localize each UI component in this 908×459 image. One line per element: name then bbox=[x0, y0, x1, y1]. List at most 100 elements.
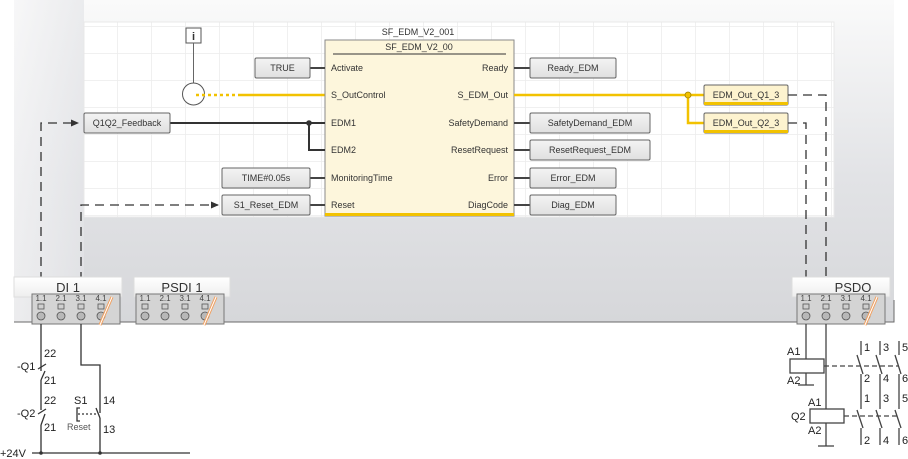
k2-label: Q2 bbox=[791, 411, 806, 423]
feedback-wire bbox=[170, 120, 325, 151]
terminal-led bbox=[862, 303, 870, 310]
contact-terminal-label: 1 bbox=[864, 393, 870, 405]
var-box-frame bbox=[221, 194, 311, 216]
var-box-frame bbox=[254, 57, 311, 79]
info-marker[interactable]: i bbox=[182, 27, 205, 106]
var-reset-request-edm[interactable]: ResetRequest_EDM bbox=[529, 139, 651, 161]
input-wiring bbox=[32, 324, 190, 454]
link-q1-to-psdo21 bbox=[788, 94, 830, 297]
var-box-frame bbox=[529, 194, 617, 216]
terminal-screw[interactable] bbox=[180, 311, 190, 321]
var-box-frame bbox=[529, 112, 651, 134]
fb-body[interactable] bbox=[324, 39, 515, 217]
var-box-label: Error_EDM bbox=[550, 173, 595, 183]
input-pin-stubs bbox=[310, 67, 325, 206]
fb-output-pin[interactable]: ResetRequest bbox=[451, 145, 509, 155]
q1-terminal-top: 22 bbox=[44, 348, 56, 360]
terminal-led bbox=[842, 303, 850, 310]
var-box-label: TRUE bbox=[270, 63, 295, 73]
var-monitoring-time[interactable]: TIME#0.05s bbox=[221, 167, 311, 189]
terminal-screw[interactable] bbox=[56, 311, 66, 321]
fb-input-pin[interactable]: EDM1 bbox=[331, 118, 356, 128]
fb-input-pin[interactable]: S_OutControl bbox=[331, 90, 386, 100]
fb-output-pin[interactable]: S_EDM_Out bbox=[457, 90, 508, 100]
module-name: PSDO bbox=[835, 280, 872, 295]
module-name: PSDI 1 bbox=[161, 280, 202, 295]
var-s1-reset-edm[interactable]: S1_Reset_EDM bbox=[221, 194, 311, 216]
fb-type-name: SF_EDM_V2_00 bbox=[385, 42, 453, 52]
terminal-led bbox=[802, 303, 810, 310]
connector-circle[interactable] bbox=[182, 82, 205, 106]
var-box-label: Q1Q2_Feedback bbox=[93, 118, 162, 128]
link-di31-to-reset bbox=[80, 201, 219, 296]
q1-terminal-bottom: 21 bbox=[44, 375, 56, 387]
terminal-screw[interactable] bbox=[841, 311, 851, 321]
var-box-label: SafetyDemand_EDM bbox=[548, 118, 633, 128]
fb-input-pin[interactable]: MonitoringTime bbox=[331, 173, 393, 183]
var-q1q2-feedback[interactable]: Q1Q2_Feedback bbox=[83, 112, 171, 134]
link-di11-to-feedback bbox=[40, 119, 79, 296]
terminal-led bbox=[822, 303, 830, 310]
function-block[interactable]: SF_EDM_V2_001 SF_EDM_V2_00 ActivateS_Out… bbox=[324, 27, 515, 217]
var-error-edm[interactable]: Error_EDM bbox=[529, 167, 617, 189]
var-box-frame bbox=[83, 112, 171, 134]
safe-stripe bbox=[704, 102, 788, 105]
fb-output-pin[interactable]: Error bbox=[488, 173, 508, 183]
var-safety-demand-edm[interactable]: SafetyDemand_EDM bbox=[529, 112, 651, 134]
fb-output-pin[interactable]: DiagCode bbox=[468, 200, 508, 210]
terminal-label: 4.1 bbox=[860, 294, 872, 303]
terminal-screw[interactable] bbox=[821, 311, 831, 321]
var-edm-out-q1[interactable]: EDM_Out_Q1_3 bbox=[703, 84, 789, 106]
var-activate[interactable]: TRUE bbox=[254, 57, 311, 79]
fb-output-pin[interactable]: Ready bbox=[482, 63, 509, 73]
s1-caption: Reset bbox=[67, 422, 91, 432]
q2-terminal-bottom: 21 bbox=[44, 422, 56, 434]
terminal-label: 3.1 bbox=[179, 294, 191, 303]
terminal-cover-slash-inner bbox=[203, 296, 217, 326]
junction-dot bbox=[39, 451, 43, 455]
terminal-led bbox=[77, 303, 85, 310]
terminal-led bbox=[141, 303, 149, 310]
fb-input-pin[interactable]: Reset bbox=[331, 200, 355, 210]
output-pin-stubs bbox=[514, 67, 530, 206]
panel-border bbox=[14, 300, 895, 323]
contact-terminal-label: 3 bbox=[883, 342, 889, 354]
link-q2-to-psdo11 bbox=[788, 122, 810, 297]
terminal-led bbox=[201, 303, 209, 310]
fb-input-pin[interactable]: EDM2 bbox=[331, 145, 356, 155]
var-diag-edm[interactable]: Diag_EDM bbox=[529, 194, 617, 216]
var-box-label: S1_Reset_EDM bbox=[234, 200, 299, 210]
terminal-label: 4.1 bbox=[95, 294, 107, 303]
terminal-led bbox=[37, 303, 45, 310]
var-box-frame bbox=[221, 167, 311, 189]
dashed-links bbox=[40, 94, 830, 297]
terminal-screw[interactable] bbox=[140, 311, 150, 321]
var-box-label: Ready_EDM bbox=[547, 63, 598, 73]
var-edm-out-q2[interactable]: EDM_Out_Q2_3 bbox=[703, 112, 789, 134]
terminal-screw[interactable] bbox=[160, 311, 170, 321]
terminal-label: 2.1 bbox=[55, 294, 67, 303]
k1-a2-label: A2 bbox=[787, 375, 800, 387]
fb-output-pin[interactable]: SafetyDemand bbox=[448, 118, 508, 128]
q2-label: -Q2 bbox=[17, 408, 35, 420]
module-name: DI 1 bbox=[56, 280, 80, 295]
var-ready-edm[interactable]: Ready_EDM bbox=[529, 57, 617, 79]
var-box-label: EDM_Out_Q2_3 bbox=[713, 118, 780, 128]
terminal-led bbox=[97, 303, 105, 310]
contact-terminal-label: 4 bbox=[883, 435, 889, 447]
fb-instance-name: SF_EDM_V2_001 bbox=[382, 27, 455, 37]
s1-terminal-top: 14 bbox=[103, 395, 115, 407]
var-box-frame bbox=[529, 139, 651, 161]
terminal-label: 4.1 bbox=[199, 294, 211, 303]
terminal-screw[interactable] bbox=[76, 311, 86, 321]
var-box-frame bbox=[529, 167, 617, 189]
terminal-screw[interactable] bbox=[36, 311, 46, 321]
contact-terminal-label: 6 bbox=[902, 435, 908, 447]
terminal-screw[interactable] bbox=[801, 311, 811, 321]
fb-input-pin[interactable]: Activate bbox=[331, 63, 363, 73]
